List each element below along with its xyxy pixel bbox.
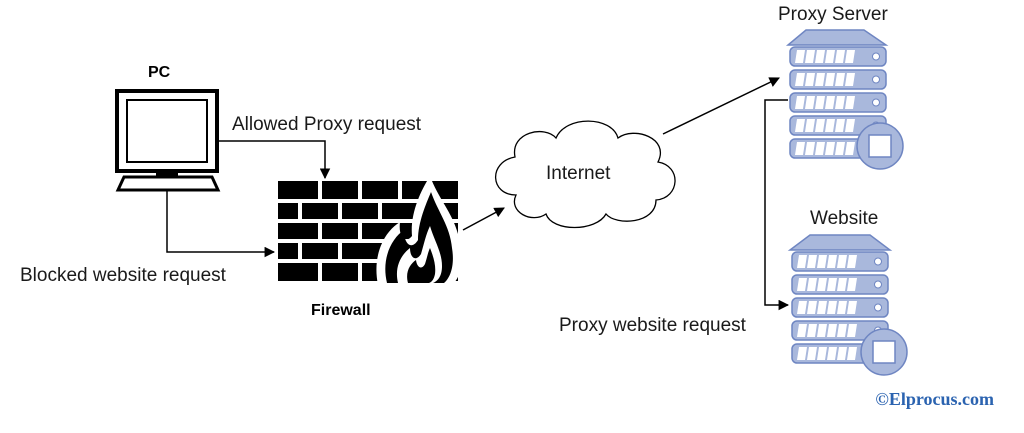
firewall-icon — [278, 176, 463, 285]
proxy-to-website-arrow — [764, 99, 790, 311]
internet-label: Internet — [546, 163, 611, 184]
pc-computer-icon — [115, 89, 221, 192]
blocked-website-arrow — [166, 190, 276, 258]
website-label: Website — [810, 208, 878, 229]
watermark-text: ©Elprocus.com — [875, 389, 994, 409]
allowed-proxy-request-label: Allowed Proxy request — [232, 114, 422, 135]
website-server-icon — [787, 234, 908, 376]
pc-label: PC — [148, 64, 171, 81]
firewall-label: Firewall — [311, 302, 371, 319]
proxy-website-request-label: Proxy website request — [559, 315, 747, 336]
proxy-server-icon — [785, 29, 904, 170]
internet-to-proxy-arrow — [662, 77, 780, 135]
blocked-website-request-label: Blocked website request — [20, 265, 227, 286]
allowed-proxy-arrow — [218, 140, 331, 180]
proxy-server-label: Proxy Server — [778, 4, 888, 25]
internet-cloud-icon — [494, 120, 676, 229]
firewall-to-internet-arrow — [462, 207, 505, 231]
